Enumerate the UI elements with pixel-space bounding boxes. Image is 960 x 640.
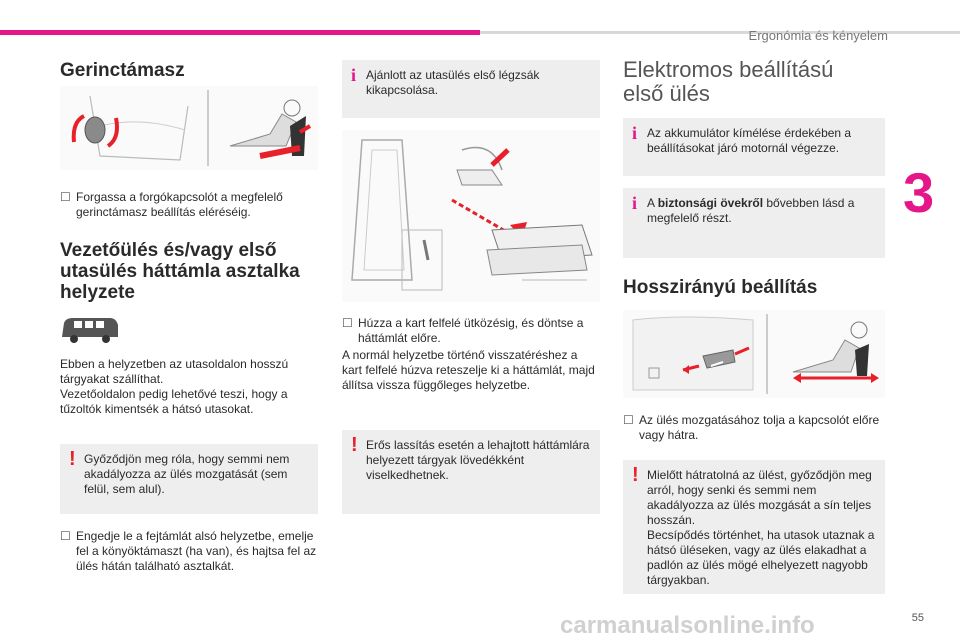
seatback-para: Ebben a helyzetben az utasoldalon hosszú… — [60, 357, 318, 417]
lumbar-bullet-text: Forgassa a forgókapcsolót a megfelelő ge… — [76, 190, 283, 219]
seatback-table-title-line3: helyzete — [60, 282, 135, 303]
info-box-battery: i Az akkumulátor kímélése érdekében a be… — [623, 118, 885, 176]
lumbar-bullet: ☐ Forgassa a forgókapcsolót a megfelelő … — [60, 190, 318, 220]
chapter-number: 3 — [903, 161, 935, 224]
return-normal-para: A normál helyzetbe történő visszatéréshe… — [342, 348, 595, 392]
warning-text-deceleration: Erős lassítás esetén a lehajtott háttáml… — [366, 438, 590, 482]
info-box-airbag: i Ajánlott az utasülés első légzsák kika… — [342, 60, 600, 118]
info-text-battery: Az akkumulátor kímélése érdekében a beál… — [647, 126, 852, 155]
longitudinal-illustration — [623, 310, 885, 398]
checkbox-bullet-icon: ☐ — [60, 529, 71, 543]
switch-bullet-text: Az ülés mozgatásához tolja a kapcsolót e… — [639, 413, 880, 442]
info-icon: i — [632, 193, 638, 213]
warning-icon: ! — [351, 434, 358, 456]
seatback-para2: Vezetőoldalon pedig lehetővé teszi, hogy… — [60, 387, 288, 416]
lever-bullet: ☐ Húzza a kart felfelé ütközésig, és dön… — [342, 316, 600, 346]
warning-box-seat-rail: ! Mielőtt hátratolná az ülést, győződjön… — [623, 460, 885, 594]
seatback-table-title-line1: Vezetőülés és/vagy első — [60, 240, 277, 261]
info-text-seatbelts-post: bővebben lásd a megfelelő részt. — [647, 196, 855, 225]
checkbox-bullet-icon: ☐ — [342, 316, 353, 330]
checkbox-bullet-icon: ☐ — [60, 190, 71, 204]
warning-icon: ! — [632, 464, 639, 486]
electric-seat-title: Elektromos beállítású első ülés — [623, 58, 833, 106]
van-icon — [60, 315, 120, 345]
headrest-bullet-text: Engedje le a fejtámlát alsó helyzetbe, e… — [76, 529, 317, 573]
info-text-seatbelts-bold: biztonsági övekről — [657, 196, 764, 210]
seatback-table-title: Vezetőülés és/vagy első utasülés háttáml… — [60, 240, 300, 303]
warning-text-obstruction: Győződjön meg róla, hogy semmi nem akadá… — [84, 452, 290, 496]
lever-bullet-text: Húzza a kart felfelé ütközésig, és dönts… — [358, 316, 584, 345]
warning-icon: ! — [69, 448, 76, 470]
longitudinal-adjustment-title: Hosszirányú beállítás — [623, 277, 818, 298]
seatback-para1: Ebben a helyzetben az utasoldalon hosszú… — [60, 357, 289, 386]
seatback-table-title-line2: utasülés háttámla asztalka — [60, 261, 300, 282]
info-text-airbag: Ajánlott az utasülés első légzsák kikapc… — [366, 68, 540, 97]
switch-bullet: ☐ Az ülés mozgatásához tolja a kapcsolót… — [623, 413, 885, 443]
headrest-bullet: ☐ Engedje le a fejtámlát alsó helyzetbe,… — [60, 529, 318, 574]
header-divider — [480, 31, 960, 34]
seatback-fold-illustration — [342, 130, 600, 302]
info-icon: i — [351, 65, 357, 85]
page-number: 55 — [911, 612, 924, 624]
header-accent-bar — [0, 30, 480, 35]
info-icon: i — [632, 123, 638, 143]
checkbox-bullet-icon: ☐ — [623, 413, 634, 427]
watermark: carmanualsonline.info — [560, 612, 815, 639]
electric-seat-title-line1: Elektromos beállítású — [623, 57, 834, 82]
warning-text-seat-rail-p2: Becsípődés történhet, ha utasok utaznak … — [647, 528, 875, 587]
warning-box-deceleration: ! Erős lassítás esetén a lehajtott háttá… — [342, 430, 600, 514]
section-title: Ergonómia és kényelem — [748, 28, 888, 43]
warning-text-seat-rail-p1: Mielőtt hátratolná az ülést, győződjön m… — [647, 468, 872, 527]
warning-box-obstruction: ! Győződjön meg róla, hogy semmi nem aka… — [60, 444, 318, 514]
lumbar-support-title: Gerinctámasz — [60, 60, 185, 81]
electric-seat-title-line2: első ülés — [623, 81, 710, 106]
info-text-seatbelts-pre: A — [647, 196, 658, 210]
info-box-seatbelts: i A biztonsági övekről bővebben lásd a m… — [623, 188, 885, 258]
lumbar-support-illustration — [60, 86, 318, 170]
